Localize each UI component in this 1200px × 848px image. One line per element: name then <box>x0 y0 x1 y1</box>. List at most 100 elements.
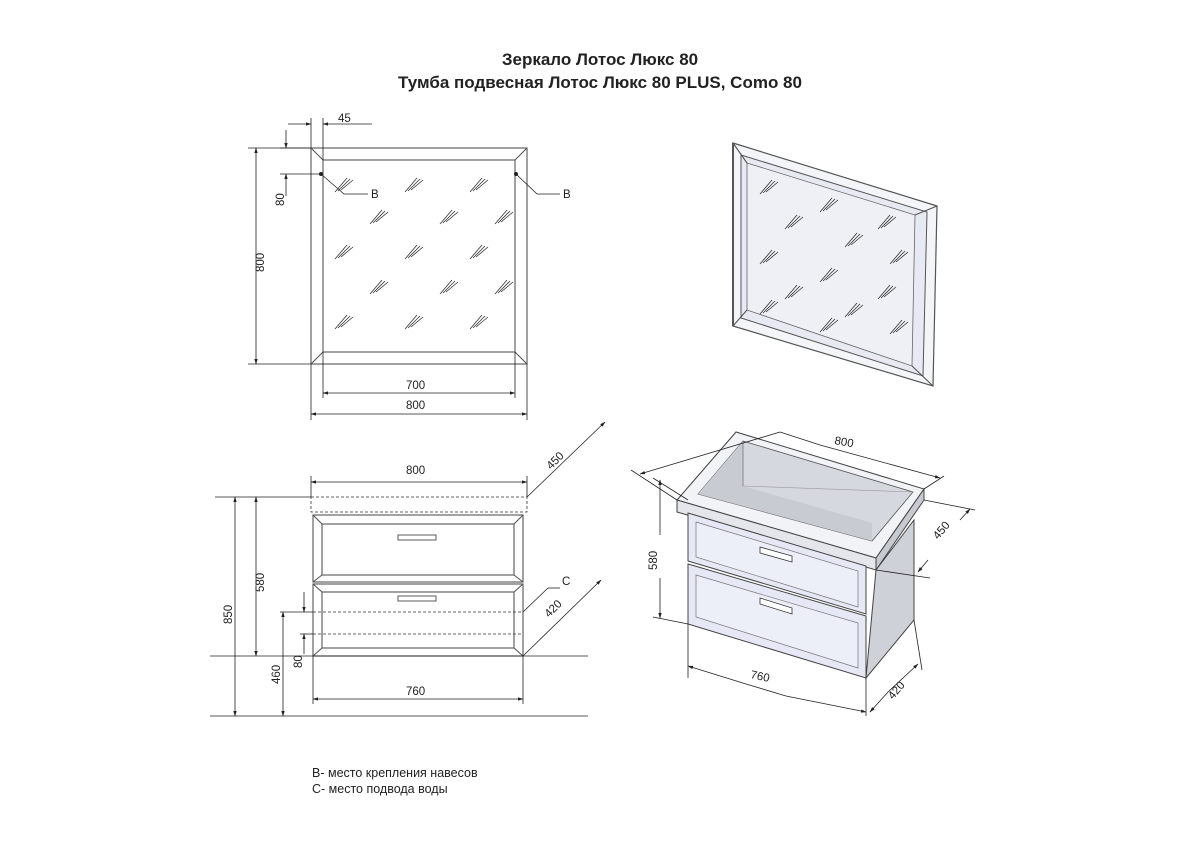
reflection-stroke <box>765 251 779 263</box>
reflection-stroke <box>500 211 514 223</box>
reflection-stroke <box>407 178 421 192</box>
upper-drawer-handle <box>397 534 437 541</box>
reflection-stroke <box>494 209 508 225</box>
reflection-stroke <box>883 216 897 228</box>
reflection-stroke <box>825 199 839 211</box>
dim-450-front: 450 <box>545 450 567 472</box>
reflection-stroke <box>762 250 776 264</box>
reflection-stroke <box>877 284 891 300</box>
reflection-stroke <box>790 286 804 298</box>
reflection-stroke <box>844 302 858 318</box>
reflection-stroke <box>895 251 909 263</box>
reflection-stroke <box>469 244 483 260</box>
reflection-stroke <box>825 319 839 331</box>
glass-reflection-marks-3d <box>759 179 909 335</box>
reflection-stroke <box>445 211 459 223</box>
reflection-stroke <box>819 197 833 213</box>
reflection-stroke <box>762 180 776 194</box>
reflection-stroke <box>369 279 383 295</box>
mirror-perspective-view <box>732 142 938 387</box>
reflection-stroke <box>889 319 903 335</box>
reflection-stroke <box>410 179 424 191</box>
reflection-stroke <box>337 245 351 259</box>
reflection-stroke <box>404 177 418 193</box>
legend-mount-point: B- место крепления навесов <box>312 766 478 780</box>
reflection-stroke <box>369 209 383 225</box>
reflection-stroke <box>784 284 798 300</box>
reflection-stroke <box>439 209 453 225</box>
dim-420-3d: 420 <box>886 680 908 702</box>
reflection-stroke <box>765 181 779 193</box>
mirror-outer-frame <box>310 147 528 365</box>
reflection-stroke <box>337 315 351 329</box>
reflection-stroke <box>497 210 511 224</box>
reflection-stroke <box>819 267 833 283</box>
reflection-stroke <box>372 210 386 224</box>
water-supply-label: C <box>562 576 570 588</box>
reflection-stroke <box>889 249 903 265</box>
lower-drawer-handle-3d <box>759 597 793 615</box>
dim-800-width: 800 <box>406 400 425 412</box>
reflection-stroke <box>822 318 836 332</box>
reflection-stroke <box>410 246 424 258</box>
reflection-stroke <box>472 245 486 259</box>
dim-800-height: 800 <box>255 253 267 272</box>
reflection-stroke <box>469 314 483 330</box>
reflection-stroke <box>759 249 773 265</box>
mount-label-left: B <box>371 189 379 201</box>
reflection-stroke <box>494 279 508 295</box>
dim-580-3d: 580 <box>648 551 660 570</box>
reflection-stroke <box>500 281 514 293</box>
reflection-stroke <box>497 280 511 294</box>
dim-700: 700 <box>406 380 425 392</box>
mount-label-right: B <box>563 189 571 201</box>
reflection-stroke <box>340 179 354 191</box>
reflection-stroke <box>844 232 858 248</box>
glass-reflection-marks <box>334 177 514 330</box>
reflection-stroke <box>877 214 891 230</box>
dim-760-3d: 760 <box>749 669 770 685</box>
reflection-stroke <box>404 314 418 330</box>
reflection-stroke <box>337 178 351 192</box>
mount-leader-left <box>320 173 368 195</box>
dim-80-front: 80 <box>293 655 305 668</box>
mount-leader-right <box>515 173 560 195</box>
cabinet-front-view: C 800 450 420 850 580 460 <box>210 421 606 717</box>
reflection-stroke <box>850 234 864 246</box>
reflection-stroke <box>407 245 421 259</box>
reflection-stroke <box>375 211 389 223</box>
dim-800-3d: 800 <box>833 435 854 450</box>
reflection-stroke <box>340 316 354 328</box>
reflection-stroke <box>822 268 836 282</box>
reflection-stroke <box>784 214 798 230</box>
mirror-front-view: B B 45 80 800 700 800 <box>248 113 571 420</box>
reflection-stroke <box>892 320 906 334</box>
reflection-stroke <box>407 315 421 329</box>
reflection-stroke <box>759 299 773 315</box>
reflection-stroke <box>475 246 489 258</box>
title-line-1: Зеркало Лотос Люкс 80 <box>501 50 699 69</box>
reflection-stroke <box>475 179 489 191</box>
dim-760-front: 760 <box>406 686 425 698</box>
reflection-stroke <box>819 317 833 333</box>
reflection-stroke <box>334 244 348 260</box>
reflection-stroke <box>334 177 348 193</box>
reflection-stroke <box>469 177 483 193</box>
reflection-stroke <box>790 216 804 228</box>
reflection-stroke <box>334 314 348 330</box>
reflection-stroke <box>883 286 897 298</box>
reflection-stroke <box>892 250 906 264</box>
reflection-stroke <box>372 280 386 294</box>
reflection-stroke <box>787 215 801 229</box>
reflection-stroke <box>442 280 456 294</box>
lower-drawer-inner <box>321 591 515 649</box>
reflection-stroke <box>410 316 424 328</box>
reflection-stroke <box>850 304 864 316</box>
reflection-stroke <box>822 198 836 212</box>
reflection-stroke <box>847 233 861 247</box>
dim-580-front: 580 <box>255 573 267 592</box>
reflection-stroke <box>847 303 861 317</box>
dim-80-mirror: 80 <box>275 193 287 206</box>
lower-drawer-outer <box>312 583 524 657</box>
